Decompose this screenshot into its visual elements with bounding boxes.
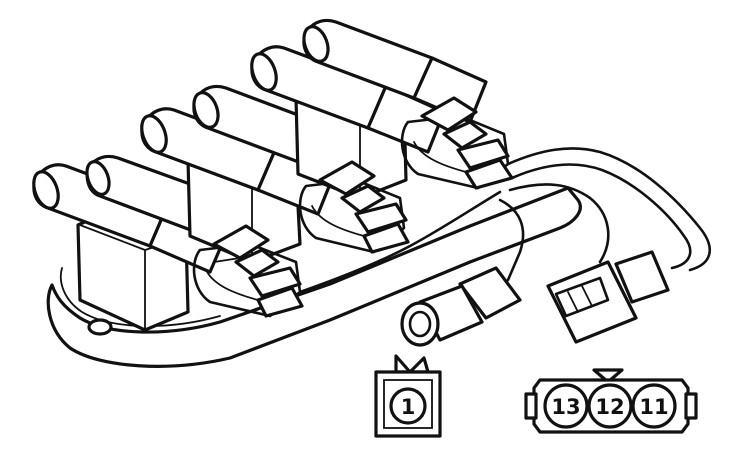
round-connector	[400, 266, 522, 347]
terminal-cluster-3	[400, 96, 514, 190]
pin-13-label: 13	[551, 395, 580, 419]
coil-unit-5	[250, 45, 446, 200]
mounting-hole	[87, 318, 113, 336]
pin-11-terminal	[631, 383, 677, 429]
pin-12-label: 12	[595, 395, 624, 419]
pin-12-terminal	[587, 383, 633, 429]
wire-harness	[298, 147, 711, 294]
base-plate-top-edge	[60, 267, 221, 327]
pin-11-label: 11	[639, 395, 668, 419]
connector-face-pin-1: 1	[374, 354, 442, 438]
connector-latch-marker	[592, 368, 624, 384]
rectangular-connector	[546, 250, 670, 344]
coil-base-plate	[46, 186, 582, 368]
coil-unit-3	[140, 107, 336, 264]
pin-13-terminal	[543, 383, 589, 429]
pin-1-label: 1	[401, 395, 416, 419]
pin-1-terminal	[389, 387, 427, 425]
terminal-cluster-2	[298, 160, 410, 254]
terminal-cluster-1	[192, 224, 304, 318]
connector-face-pins-13-12-11: 13 12 11	[524, 368, 698, 434]
